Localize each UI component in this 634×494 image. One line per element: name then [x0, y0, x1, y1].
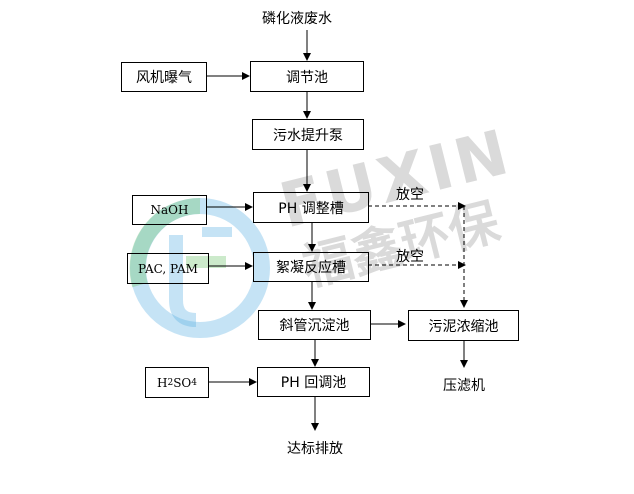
vent-label-2: 放空 — [396, 249, 424, 265]
vent-label-1: 放空 — [396, 187, 424, 203]
regulating-tank-box: 调节池 — [250, 61, 364, 92]
filter-press-label: 压滤机 — [443, 378, 485, 394]
aeration-box: 风机曝气 — [121, 62, 207, 92]
sludge-tank-box: 污泥浓缩池 — [408, 310, 519, 341]
source-label: 磷化液废水 — [262, 11, 332, 27]
settler-box: 斜管沉淀池 — [258, 310, 371, 340]
discharge-label: 达标排放 — [287, 441, 343, 457]
ph-adjust-box: PH 调整槽 — [253, 192, 369, 223]
coagulation-tank-box: 絮凝反应槽 — [253, 252, 369, 282]
pump-box: 污水提升泵 — [252, 119, 364, 150]
ph-return-box: PH 回调池 — [257, 367, 370, 397]
naoh-box: NaOH — [132, 195, 207, 225]
pac-pam-box: PAC, PAM — [127, 253, 209, 284]
